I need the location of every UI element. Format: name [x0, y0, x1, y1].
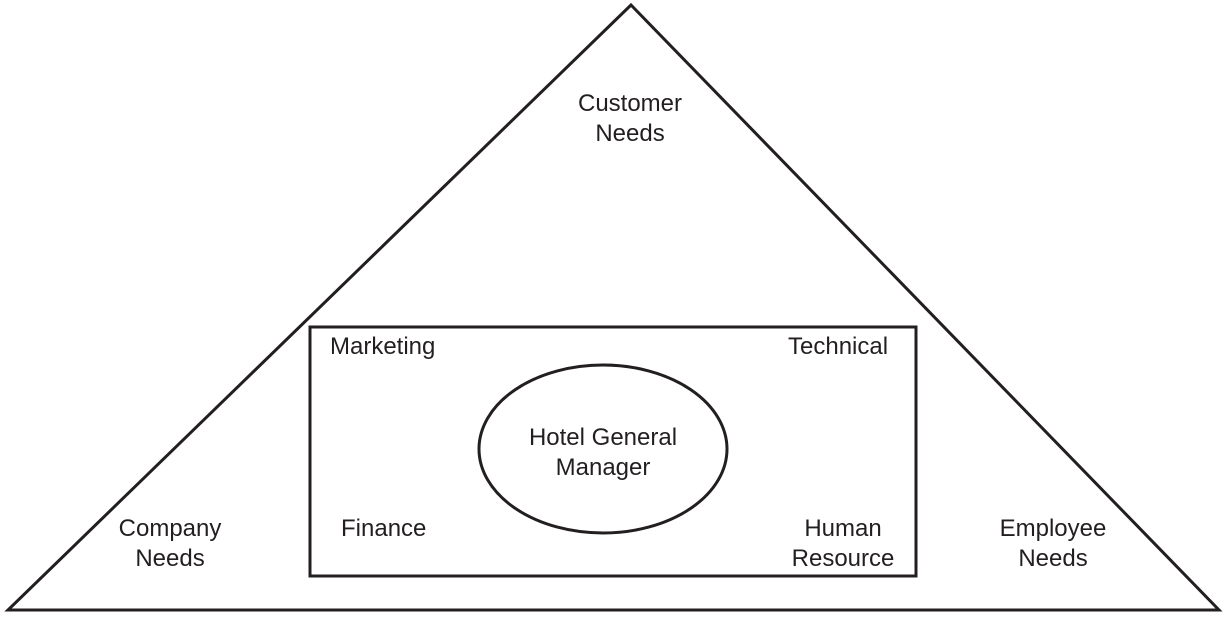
- human-resource-line-1: Human: [804, 515, 882, 542]
- hotel-general-manager-label: Hotel General Manager: [483, 423, 723, 483]
- marketing-label: Marketing: [330, 333, 436, 360]
- customer-needs-line-1: Customer: [577, 90, 683, 117]
- employee-needs-line-1: Employee: [999, 515, 1107, 542]
- company-needs-line-2: Needs: [135, 545, 205, 572]
- company-needs-line-1: Company: [118, 515, 222, 542]
- technical-label: Technical: [788, 333, 889, 360]
- hotel-general-manager-line-2: Manager: [555, 454, 651, 481]
- departments-box: [308, 325, 918, 578]
- finance-label: Finance: [341, 515, 427, 542]
- human-resource-label: Human Resource: [763, 514, 923, 574]
- general-manager-ellipse: [477, 363, 729, 535]
- employee-needs-label: Employee Needs: [953, 514, 1153, 574]
- customer-needs-label: Customer Needs: [530, 89, 730, 149]
- employee-needs-line-2: Needs: [1018, 545, 1088, 572]
- company-needs-label: Company Needs: [70, 514, 270, 574]
- customer-needs-line-2: Needs: [595, 120, 665, 147]
- human-resource-line-2: Resource: [791, 545, 895, 572]
- hotel-general-manager-line-1: Hotel General: [528, 424, 678, 451]
- needs-triangle: [4, 2, 1223, 612]
